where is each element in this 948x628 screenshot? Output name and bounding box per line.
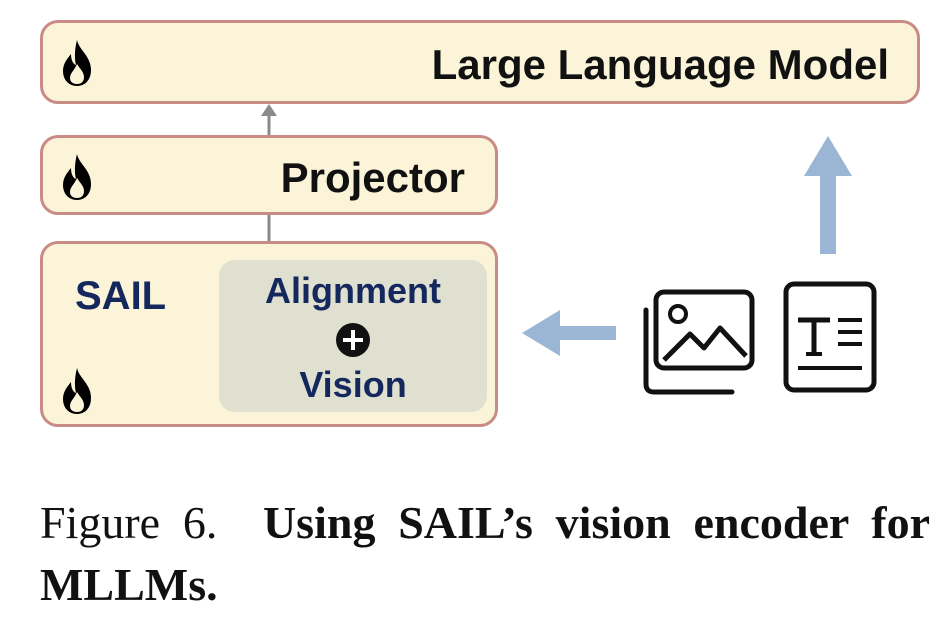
llm-box: Large Language Model: [40, 20, 920, 104]
fire-icon: [63, 368, 91, 414]
projector-to-llm-arrow: [261, 104, 277, 136]
sail-box: SAIL Alignment Vision: [40, 241, 498, 427]
plus-circle-icon: [336, 323, 370, 357]
alignment-vision-box: Alignment Vision: [219, 260, 487, 412]
sail-label: SAIL: [75, 274, 167, 318]
caption-prefix: Figure 6.: [40, 497, 218, 548]
projector-box: Projector: [40, 135, 498, 215]
input-to-llm-arrow: [804, 136, 852, 254]
fire-icon: [63, 40, 91, 86]
alignment-label: Alignment: [265, 270, 441, 311]
llm-title: Large Language Model: [431, 41, 889, 88]
sail-to-projector-line: [267, 215, 271, 242]
figure-caption: Figure 6. Using SAIL’s vision encoder fo…: [40, 492, 930, 616]
input-to-sail-arrow: [522, 310, 616, 356]
vision-label: Vision: [299, 364, 407, 405]
projector-title: Projector: [280, 154, 465, 201]
image-stack-icon: [643, 289, 755, 395]
text-document-icon: [783, 281, 877, 393]
caption-title: Using SAIL’s vision encoder for MLLMs.: [40, 497, 931, 610]
fire-icon: [63, 154, 91, 200]
